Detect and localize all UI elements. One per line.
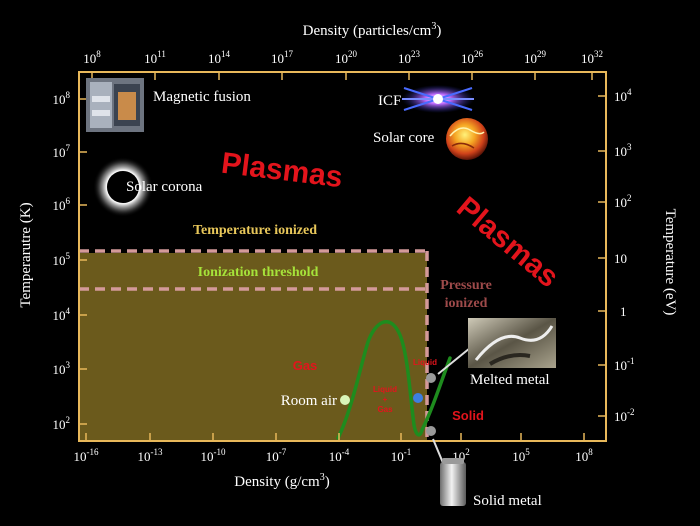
bottom-tick-label: 10-13 bbox=[138, 447, 163, 464]
top-tick-label: 1026 bbox=[461, 49, 484, 66]
left-tick-labels: 108 107 106 105 104 103 102 bbox=[53, 90, 71, 432]
plasmas-label-1: Plasmas bbox=[219, 147, 344, 195]
right-tick-label: 103 bbox=[614, 142, 632, 159]
solar-core-label: Solar core bbox=[373, 130, 435, 146]
gas-region bbox=[79, 253, 427, 441]
bottom-tick-label: 10-10 bbox=[201, 447, 226, 464]
top-tick-label: 1032 bbox=[581, 49, 603, 66]
left-tick-label: 103 bbox=[53, 360, 71, 377]
bottom-tick-label: 105 bbox=[512, 447, 530, 464]
left-tick-label: 108 bbox=[53, 90, 71, 107]
solid-metal-dot bbox=[426, 426, 436, 436]
melted-metal-dot bbox=[426, 373, 436, 383]
left-tick-label: 105 bbox=[53, 251, 71, 268]
left-tick-label: 106 bbox=[53, 196, 71, 213]
solar-corona-label: Solar corona bbox=[126, 179, 203, 195]
liquid-label: Liquid bbox=[413, 358, 437, 367]
ionization-threshold-label: Ionization threshold bbox=[198, 265, 319, 280]
bottom-tick-labels: 10-16 10-13 10-10 10-7 10-4 10-1 102 105… bbox=[74, 447, 594, 464]
right-tick-label: 104 bbox=[614, 87, 632, 104]
magnetic-fusion-label: Magnetic fusion bbox=[153, 89, 251, 105]
icf-label: ICF bbox=[378, 93, 401, 109]
top-tick-label: 1017 bbox=[271, 49, 294, 66]
bottom-tick-label: 10-1 bbox=[391, 447, 412, 464]
melted-metal-pointer bbox=[437, 347, 471, 375]
molten-metal-image bbox=[468, 318, 556, 368]
top-tick-label: 1029 bbox=[524, 49, 547, 66]
bottom-tick-label: 10-16 bbox=[74, 447, 99, 464]
room-air-label: Room air bbox=[281, 393, 337, 409]
gas-label: Gas bbox=[293, 358, 318, 373]
melted-metal-label: Melted metal bbox=[470, 372, 550, 388]
right-tick-label: 10-1 bbox=[614, 356, 635, 373]
sun-core-image bbox=[446, 118, 488, 160]
room-air-dot bbox=[340, 395, 350, 405]
right-axis-title: Temperature (eV) bbox=[662, 209, 678, 316]
left-tick-label: 102 bbox=[53, 415, 71, 432]
right-tick-labels: 104 103 102 10 1 10-1 10-2 bbox=[614, 87, 635, 424]
ionization-boundaries bbox=[79, 249, 429, 441]
top-tick-label: 1011 bbox=[144, 49, 166, 66]
laser-implosion-image bbox=[402, 85, 474, 113]
bottom-tick-label: 108 bbox=[575, 447, 593, 464]
left-axis-title: Temperarutre (K) bbox=[18, 202, 34, 307]
plot-frame bbox=[78, 71, 607, 442]
top-axis-title: Density (particles/cm3) bbox=[303, 21, 442, 39]
bottom-tick-label: 10-4 bbox=[329, 447, 350, 464]
right-tick-label: 10 bbox=[614, 251, 627, 266]
left-tick-label: 107 bbox=[53, 143, 71, 160]
solid-label: Solid bbox=[452, 408, 484, 423]
liquid-dot bbox=[413, 393, 423, 403]
left-tick-label: 104 bbox=[53, 306, 71, 323]
tokamak-image bbox=[86, 78, 144, 132]
top-tick-label: 1014 bbox=[208, 49, 231, 66]
top-tick-label: 1023 bbox=[398, 49, 421, 66]
right-tick-label: 10-2 bbox=[614, 407, 635, 424]
top-tick-labels: 108 1011 1014 1017 1020 1023 1026 1029 1… bbox=[83, 49, 603, 66]
bottom-tick-label: 10-7 bbox=[266, 447, 287, 464]
liquid-gas-label: Liquid+Gas bbox=[373, 385, 397, 414]
axis-ticks bbox=[79, 72, 606, 441]
right-tick-label: 1 bbox=[620, 304, 627, 319]
metal-canister-image bbox=[440, 458, 466, 506]
temperature-ionized-label: Temperature ionized bbox=[193, 223, 317, 238]
bottom-axis-title: Density (g/cm3) bbox=[234, 472, 329, 490]
eclipse-corona-image bbox=[93, 157, 153, 217]
liquid-gas-curve bbox=[336, 320, 424, 440]
right-tick-label: 102 bbox=[614, 193, 632, 210]
solid-metal-label: Solid metal bbox=[473, 493, 542, 509]
top-tick-label: 1020 bbox=[335, 49, 358, 66]
top-tick-label: 108 bbox=[83, 49, 101, 66]
